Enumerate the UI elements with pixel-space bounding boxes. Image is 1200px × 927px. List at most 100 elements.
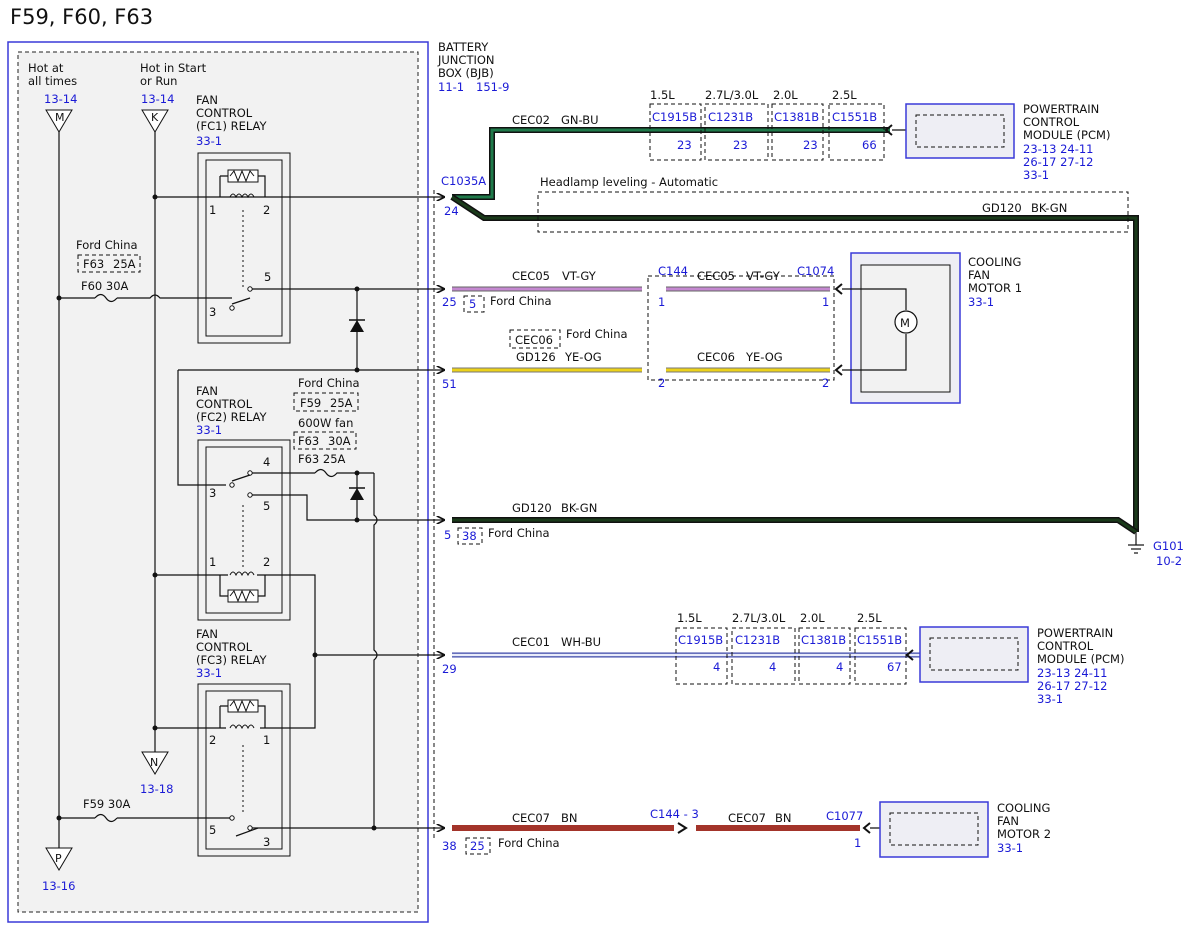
pcm-bottom-conn-1[interactable]: C1915B [678, 633, 723, 647]
bjb-ref-1[interactable]: 11-1 [438, 80, 464, 94]
bjb-label-line1: BATTERY [438, 40, 489, 54]
relay-fc1-ref[interactable]: 33-1 [196, 134, 222, 148]
c1035a-pin-29[interactable]: 29 [442, 662, 457, 676]
c1035a-pin-38[interactable]: 38 [442, 839, 457, 853]
relay-fc1-pin5: 5 [264, 270, 271, 284]
relay-fc3-label-line1: FAN [196, 627, 218, 641]
alt-pin-38[interactable]: 38 [462, 529, 477, 543]
relay-fc1-label-line2: CONTROL [196, 106, 253, 120]
c1035a-pin-51[interactable]: 51 [442, 377, 457, 391]
c144-pin-2[interactable]: 2 [658, 376, 665, 390]
g101-label[interactable]: G101 [1153, 539, 1184, 553]
c144-pin-1[interactable]: 1 [658, 295, 665, 309]
c1035a-label[interactable]: C1035A [441, 174, 486, 188]
c1035a-pins: C1035A 24 25 5 Ford China 51 5 38 Ford C… [436, 174, 560, 855]
relay-fc1-label-line3: (FC1) RELAY [196, 119, 267, 133]
pcm-bottom-ref-1[interactable]: 23-13 24-11 [1037, 666, 1108, 680]
wire-cec01-circuit: CEC01 [512, 635, 550, 649]
feed-m-label-line2: all times [28, 74, 77, 88]
pcm-bottom-pin-4[interactable]: 67 [887, 660, 902, 674]
pcm-connectors-bottom: 1.5L 2.7L/3.0L 2.0L 2.5L C1915B C1231B C… [675, 611, 907, 685]
relay-fc2: FAN CONTROL (FC2) RELAY 33-1 4 3 5 1 2 [196, 384, 291, 621]
relay-fc3-label-line2: CONTROL [196, 640, 253, 654]
node-p-ref[interactable]: 13-16 [42, 879, 75, 893]
c144-connector-box [647, 275, 835, 381]
c144-3-label[interactable]: C144 - 3 [650, 807, 699, 821]
feed-k-letter: K [151, 111, 159, 124]
feed-k-triangle-icon [141, 109, 169, 133]
fan2-name-1: COOLING [997, 801, 1050, 815]
fuse-fc1-note: Ford China [76, 238, 138, 252]
wire-gd126-circuit: GD126 [516, 350, 556, 364]
relay-fc1-pin2: 2 [263, 203, 270, 217]
pcm-bottom-conn-4[interactable]: C1551B [857, 633, 902, 647]
fan1-name-1: COOLING [968, 255, 1021, 269]
relay-fc3-pin1: 1 [263, 733, 270, 747]
pcm-top-conn-1[interactable]: C1915B [652, 110, 697, 124]
pcm-top-pin-3[interactable]: 23 [803, 138, 818, 152]
relay-fc2-pin4: 4 [263, 455, 270, 469]
bjb-ref-2[interactable]: 151-9 [476, 80, 509, 94]
pcm-bottom-engine-1: 1.5L [677, 611, 702, 625]
pcm-top-pin-2[interactable]: 23 [733, 138, 748, 152]
pcm-top-ref-2[interactable]: 26-17 27-12 [1023, 155, 1094, 169]
headlamp-leveling-note: Headlamp leveling - Automatic [540, 175, 718, 189]
fuse-fc2-note2: 600W fan [298, 416, 353, 430]
relay-fc3-ref[interactable]: 33-1 [196, 666, 222, 680]
node-n-ref[interactable]: 13-18 [140, 782, 173, 796]
alt-pin-25[interactable]: 25 [470, 839, 485, 853]
page-title: F59, F60, F63 [10, 5, 153, 29]
feed-m-ref[interactable]: 13-14 [44, 92, 77, 106]
fuse-labels: Ford China F63 25A F60 30A Ford China F5… [76, 238, 360, 811]
pcm-top: POWERTRAIN CONTROL MODULE (PCM) 23-13 24… [884, 102, 1110, 182]
pcm-top-conn-4[interactable]: C1551B [832, 110, 877, 124]
c1035a-pin-24[interactable]: 24 [444, 204, 459, 218]
bjb-internal-wiring [56, 132, 436, 848]
pcm-top-name-3: MODULE (PCM) [1023, 128, 1110, 142]
fan1-ref[interactable]: 33-1 [968, 295, 994, 309]
c1074-pin-1[interactable]: 1 [822, 295, 829, 309]
fuse-fc1-alt-rating: 25A [113, 257, 136, 271]
pcm-top-pin-1[interactable]: 23 [677, 138, 692, 152]
c1035a-pin-5[interactable]: 5 [444, 528, 451, 542]
pcm-bottom-pin-2[interactable]: 4 [769, 660, 776, 674]
relay-fc2-ref[interactable]: 33-1 [196, 423, 222, 437]
c1035a-pin-25[interactable]: 25 [442, 295, 457, 309]
feed-hot-in-start-or-run: Hot in Start or Run 13-14 K [140, 61, 207, 133]
g101-ref[interactable]: 10-2 [1156, 554, 1182, 568]
relay-fc2-label-line3: (FC2) RELAY [196, 410, 267, 424]
wire-gd120-mid-circuit: GD120 [512, 501, 552, 515]
pcm-bottom-pin-1[interactable]: 4 [713, 660, 720, 674]
c1074-label[interactable]: C1074 [797, 264, 834, 278]
pcm-top-engine-1: 1.5L [650, 88, 675, 102]
wire-cec02-color: GN-BU [561, 113, 599, 127]
pcm-bottom-ref-2[interactable]: 26-17 27-12 [1037, 679, 1108, 693]
wire-cec07-b-color: BN [775, 811, 792, 825]
pcm-bottom-conn-2[interactable]: C1231B [735, 633, 780, 647]
feed-k-label-line2: or Run [140, 74, 177, 88]
feed-k-ref[interactable]: 13-14 [141, 92, 174, 106]
c1077-label[interactable]: C1077 [826, 809, 863, 823]
relay-fc2-label-line1: FAN [196, 384, 218, 398]
fuse-f63-label: F63 25A [298, 452, 346, 466]
c144-label[interactable]: C144 [658, 264, 688, 278]
pcm-top-conn-3[interactable]: C1381B [774, 110, 819, 124]
pcm-top-ref-1[interactable]: 23-13 24-11 [1023, 142, 1094, 156]
pcm-bottom-ref-3[interactable]: 33-1 [1037, 692, 1063, 706]
c1074-pin-2[interactable]: 2 [822, 376, 829, 390]
pcm-bottom-conn-3[interactable]: C1381B [801, 633, 846, 647]
fuse-fc2-alt2-id: F63 [298, 434, 319, 448]
wire-cec05-a-circuit: CEC05 [512, 269, 550, 283]
cooling-fan-motor-2: COOLING FAN MOTOR 2 33-1 [862, 801, 1051, 858]
relay-fc1-pin3: 3 [209, 305, 216, 319]
pcm-bottom-engine-4: 2.5L [857, 611, 882, 625]
alt-pin-5[interactable]: 5 [469, 297, 476, 311]
c1077-pin-1[interactable]: 1 [854, 836, 861, 850]
pcm-top-conn-2[interactable]: C1231B [708, 110, 753, 124]
pcm-top-ref-3[interactable]: 33-1 [1023, 168, 1049, 182]
pcm-top-pin-4[interactable]: 66 [862, 138, 877, 152]
fan2-ref[interactable]: 33-1 [997, 841, 1023, 855]
battery-junction-box: BATTERY JUNCTION BOX (BJB) 11-1 151-9 [7, 40, 509, 923]
pcm-bottom-pin-3[interactable]: 4 [836, 660, 843, 674]
